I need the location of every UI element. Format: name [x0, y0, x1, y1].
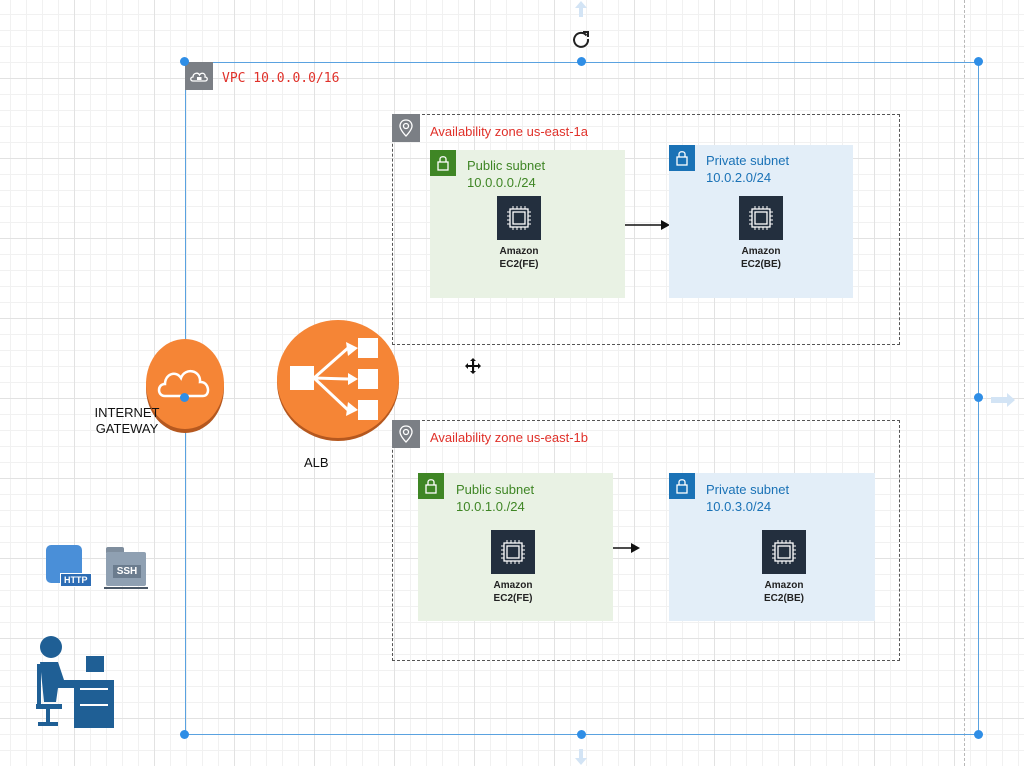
resize-handle[interactable] — [180, 730, 189, 739]
ec2-label: EC2(BE) — [763, 593, 804, 604]
ec2-label: Amazon — [741, 246, 781, 257]
internet-gateway-icon[interactable] — [143, 334, 227, 434]
subnet-title: Public subnet — [456, 482, 535, 497]
move-icon — [465, 358, 481, 374]
internet-gateway-label-line2: GATEWAY — [95, 421, 159, 436]
subnet-cidr: 10.0.0.0./24 — [467, 175, 536, 190]
subnet-title: Public subnet — [467, 158, 546, 173]
availability-zone-label: Availability zone us-east-1a — [430, 124, 589, 139]
arrow-right-icon[interactable] — [613, 541, 641, 555]
load-balancer-icon[interactable] — [276, 318, 401, 442]
user-at-desk-icon — [36, 636, 114, 728]
alb-label: ALB — [304, 455, 329, 470]
lock-icon — [669, 145, 695, 171]
ec2-instance-icon[interactable] — [739, 196, 783, 240]
ec2-label: Amazon — [499, 246, 539, 257]
ec2-label: EC2(FE) — [499, 259, 539, 270]
location-pin-icon — [392, 420, 420, 448]
ssh-badge-label: SSH — [113, 565, 141, 578]
ec2-label: Amazon — [493, 580, 533, 591]
lock-icon — [418, 473, 444, 499]
http-badge-label: HTTP — [60, 573, 92, 587]
subnet-cidr: 10.0.3.0/24 — [706, 499, 772, 514]
ssh-folder-icon[interactable]: SSH — [104, 547, 148, 589]
availability-zone-1[interactable] — [392, 114, 900, 345]
resize-handle[interactable] — [577, 57, 586, 66]
resize-handle[interactable] — [974, 393, 983, 402]
vpc-label: VPC 10.0.0.0/16 — [222, 71, 340, 86]
right-arrow-handle[interactable] — [990, 391, 1016, 409]
http-document-icon[interactable]: HTTP — [46, 545, 92, 587]
lock-icon — [430, 150, 456, 176]
subnet-cidr: 10.0.1.0./24 — [456, 499, 525, 514]
ec2-label: EC2(FE) — [493, 593, 533, 604]
lock-icon — [669, 473, 695, 499]
subnet-cidr: 10.0.2.0/24 — [706, 170, 772, 185]
resize-handle[interactable] — [974, 730, 983, 739]
resize-handle[interactable] — [577, 730, 586, 739]
top-arrow-handle[interactable] — [572, 0, 590, 18]
ec2-instance-icon[interactable] — [497, 196, 541, 240]
availability-zone-2[interactable] — [392, 420, 900, 661]
ec2-instance-icon[interactable] — [762, 530, 806, 574]
connection-point[interactable] — [180, 393, 189, 402]
arrow-right-icon[interactable] — [625, 218, 671, 232]
cloud-lock-icon — [185, 62, 213, 90]
availability-zone-label: Availability zone us-east-1b — [430, 430, 589, 445]
resize-handle[interactable] — [180, 57, 189, 66]
internet-gateway-label-line1: INTERNET — [94, 405, 160, 420]
bottom-arrow-handle[interactable] — [572, 748, 590, 766]
location-pin-icon — [392, 114, 420, 142]
guide-line — [964, 0, 965, 766]
subnet-title: Private subnet — [706, 482, 790, 497]
ec2-label: Amazon — [764, 580, 804, 591]
resize-handle[interactable] — [974, 57, 983, 66]
ec2-instance-icon[interactable] — [491, 530, 535, 574]
rotate-icon[interactable] — [571, 29, 591, 49]
ec2-label: EC2(BE) — [740, 259, 781, 270]
subnet-title: Private subnet — [706, 153, 790, 168]
